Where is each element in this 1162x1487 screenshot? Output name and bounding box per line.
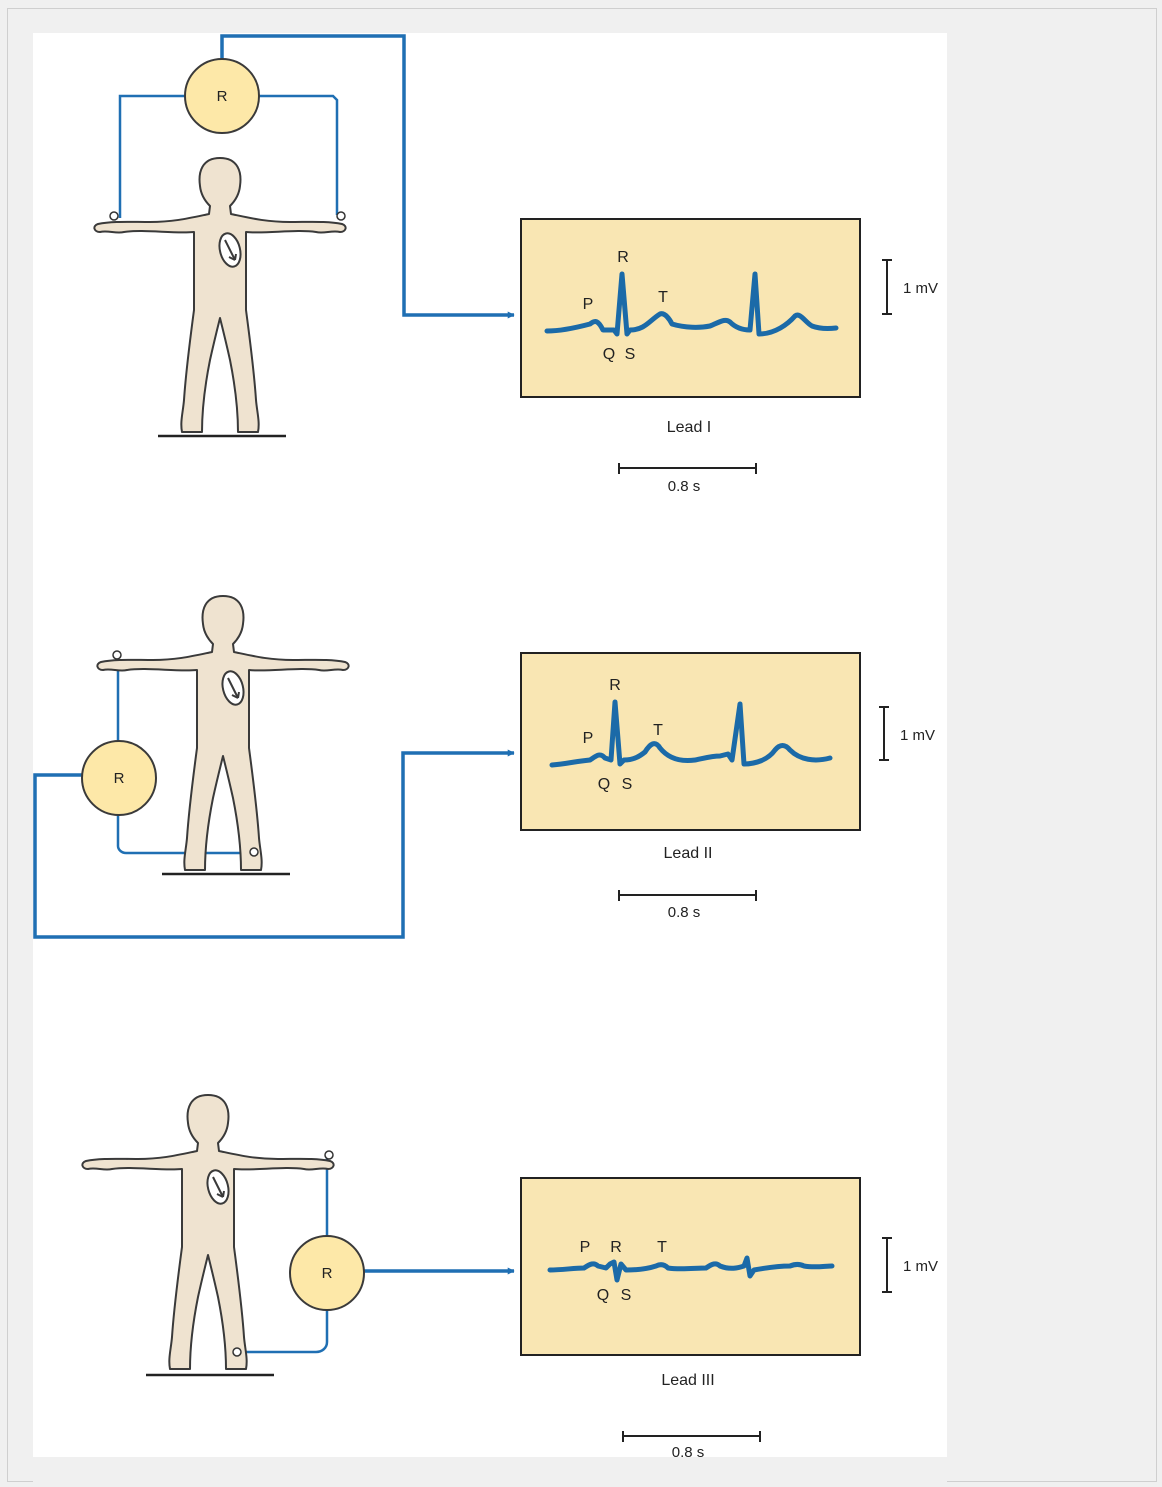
- lead-2-electrode-left-leg: [249, 847, 259, 857]
- lead-3-time-label: 0.8 s: [672, 1444, 705, 1461]
- lead-3-ecg-trace: [547, 1255, 835, 1283]
- lead-2-time-scale-bar: [618, 890, 757, 901]
- lead-2-meter-label: R: [114, 770, 125, 787]
- lead-3-wave-p: P: [580, 1239, 591, 1256]
- lead-2-title: Lead II: [664, 845, 713, 862]
- lead-3-meter-icon: [289, 1235, 365, 1311]
- lead-1-electrode-right-arm: [109, 211, 119, 221]
- lead-1-ecg-panel: [520, 218, 861, 398]
- lead-2-meter-icon: [81, 740, 157, 816]
- lead-1-mv-scale-bar: [882, 259, 892, 315]
- lead-2-wave-p: P: [583, 730, 594, 747]
- lead-2-wave-q: Q: [598, 776, 610, 793]
- lead-1-wires: [118, 34, 515, 319]
- lead-1-time-scale-bar: [618, 463, 757, 474]
- lead-1-wave-r: R: [617, 249, 629, 266]
- lead-1-meter-label: R: [217, 88, 228, 105]
- lead-3-electrode-left-leg: [232, 1347, 242, 1357]
- lead-3-wave-r: R: [610, 1239, 622, 1256]
- lead-1-time-label: 0.8 s: [668, 478, 701, 495]
- lead-3-mv-label: 1 mV: [903, 1258, 938, 1275]
- lead-1-wave-p: P: [583, 296, 594, 313]
- lead-3-wave-s: S: [621, 1287, 632, 1304]
- lead-3-mv-scale-bar: [882, 1237, 892, 1293]
- lead-1-meter-icon: [184, 58, 260, 134]
- lead-1-wave-s: S: [625, 346, 636, 363]
- lead-2-ecg-panel: [520, 652, 861, 831]
- lead-2-wave-s: S: [622, 776, 633, 793]
- lead-2-wave-t: T: [653, 722, 663, 739]
- lead-2-mv-scale-bar: [879, 706, 889, 761]
- lead-3-time-scale-bar: [622, 1431, 761, 1442]
- lead-3-title: Lead III: [661, 1372, 714, 1389]
- lead-1-title: Lead I: [667, 419, 711, 436]
- lead-2-wires: [33, 658, 515, 939]
- lead-3-electrode-left-arm: [324, 1150, 334, 1160]
- lead-3-meter-label: R: [322, 1265, 333, 1282]
- canvas-bottom-cutoff: [33, 1457, 947, 1482]
- lead-3-wave-q: Q: [597, 1287, 609, 1304]
- lead-1-wave-t: T: [658, 289, 668, 306]
- lead-1-group: R P R T Q S 1 mV Lead I 0.8 s: [93, 34, 938, 495]
- lead-3-wires: [240, 1158, 515, 1354]
- lead-2-electrode-right-arm: [112, 650, 122, 660]
- lead-2-ecg-trace: [549, 699, 833, 768]
- lead-1-wave-q: Q: [603, 346, 615, 363]
- lead-3-group: R P R T Q S 1 mV Lead III 0.8 s: [81, 1093, 938, 1461]
- lead-1-mv-label: 1 mV: [903, 280, 938, 297]
- lead-2-time-label: 0.8 s: [668, 904, 701, 921]
- lead-1-ecg-trace: [544, 271, 839, 337]
- lead-2-mv-label: 1 mV: [900, 727, 935, 744]
- lead-3-wave-t: T: [657, 1239, 667, 1256]
- lead-1-electrode-left-arm: [336, 211, 346, 221]
- lead-2-wave-r: R: [609, 677, 621, 694]
- lead-2-group: R P R T Q S 1 mV Lead II 0.8 s: [33, 594, 935, 939]
